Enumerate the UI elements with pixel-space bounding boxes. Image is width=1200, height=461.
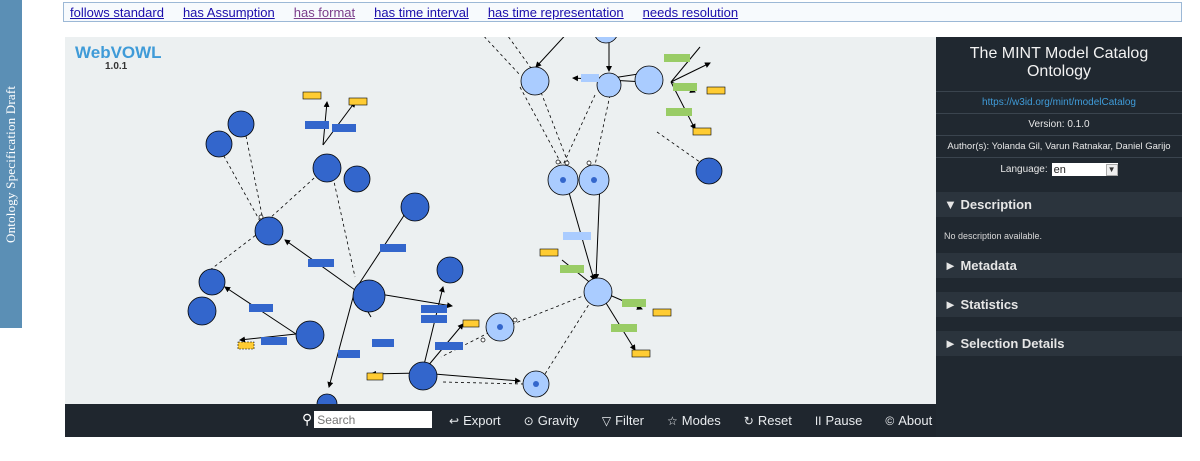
union-icon <box>591 177 597 183</box>
search-input[interactable] <box>314 411 433 428</box>
class-node <box>187 296 217 326</box>
subclass-marker <box>512 317 518 323</box>
class-node <box>227 110 255 138</box>
subclass-markers <box>258 159 592 343</box>
class-node <box>312 153 342 183</box>
modes-label: Modes <box>681 413 721 428</box>
class-node <box>205 130 233 158</box>
graph-subclass-edges <box>209 37 708 385</box>
metadata-section-header[interactable]: ► Metadata <box>936 253 1182 278</box>
class-node <box>316 393 338 404</box>
property-link-bar: follows standard has Assumption has form… <box>63 2 1182 22</box>
gravity-label: Gravity <box>537 413 579 428</box>
webvowl-version: 1.0.1 <box>105 61 128 72</box>
bottom-toolbar: ⚲ ↩Export ⊙Gravity ▽Filter ☆Modes ↻Reset… <box>65 404 936 437</box>
description-text: No description available. <box>944 231 1043 241</box>
ontology-iri-link[interactable]: https://w3id.org/mint/modelCatalog <box>982 97 1136 108</box>
class-node <box>436 256 464 284</box>
external-class-node <box>596 72 622 98</box>
class-node <box>400 192 430 222</box>
export-icon: ↩ <box>449 413 460 428</box>
ontology-sidebar: The MINT Model Catalog Ontology https://… <box>936 37 1182 437</box>
link-has-assumption[interactable]: has Assumption <box>182 4 275 20</box>
description-section-header[interactable]: ▼ Description <box>936 192 1182 217</box>
pause-label: Pause <box>825 413 863 428</box>
filter-button[interactable]: ▽Filter <box>602 413 644 428</box>
language-row: Language: en ▼ <box>936 158 1182 184</box>
webvowl-logo: WebVOWL <box>75 43 162 62</box>
language-value: en <box>1053 163 1066 176</box>
toolbar-menu: ↩Export ⊙Gravity ▽Filter ☆Modes ↻Reset I… <box>449 404 955 437</box>
ontology-graph[interactable] <box>65 37 936 404</box>
modes-button[interactable]: ☆Modes <box>667 413 721 428</box>
reset-button[interactable]: ↻Reset <box>744 413 792 428</box>
ontology-draft-banner: Ontology Specification Draft <box>0 0 22 328</box>
language-select[interactable]: en ▼ <box>1051 163 1118 176</box>
export-label: Export <box>463 413 501 428</box>
copyright-icon: © <box>885 413 895 428</box>
reset-icon: ↻ <box>743 413 754 428</box>
subclass-marker <box>564 160 570 166</box>
chevron-down-icon: ▼ <box>1105 163 1118 176</box>
external-class-node <box>595 37 617 44</box>
class-node <box>695 157 723 185</box>
reset-label: Reset <box>757 413 792 428</box>
export-button[interactable]: ↩Export <box>449 413 501 428</box>
external-class-node <box>520 66 550 96</box>
link-follows-standard[interactable]: follows standard <box>70 4 164 20</box>
filter-label: Filter <box>615 413 644 428</box>
search-icon: ⚲ <box>302 411 313 427</box>
union-icons <box>497 177 597 387</box>
class-node <box>352 279 386 313</box>
subclass-marker <box>555 159 561 165</box>
subclass-marker <box>586 160 592 166</box>
external-class-node <box>583 277 613 307</box>
external-class-nodes <box>485 37 664 398</box>
ontology-version: Version: 0.1.0 <box>1028 119 1090 130</box>
ontology-draft-label: Ontology Specification Draft <box>3 85 18 243</box>
property-labels <box>249 54 697 358</box>
search-area: ⚲ <box>302 411 433 428</box>
about-label: About <box>898 413 933 428</box>
filter-icon: ▽ <box>601 413 612 428</box>
graph-canvas[interactable]: WebVOWL 1.0.1 <box>65 37 936 404</box>
star-icon: ☆ <box>667 413 678 428</box>
class-nodes <box>187 110 723 404</box>
union-icon <box>533 381 539 387</box>
language-label: Language: <box>1000 164 1048 175</box>
statistics-section-header[interactable]: ► Statistics <box>936 292 1182 317</box>
about-button[interactable]: ©About <box>885 413 932 428</box>
class-node <box>295 320 325 350</box>
ontology-title: The MINT Model Catalog Ontology <box>969 45 1149 80</box>
link-has-time-interval[interactable]: has time interval <box>374 4 469 20</box>
datatype-nodes <box>237 86 726 381</box>
class-node <box>408 361 438 391</box>
union-icon <box>497 324 503 330</box>
link-needs-resolution[interactable]: needs resolution <box>642 4 739 20</box>
selection-details-section-header[interactable]: ► Selection Details <box>936 331 1182 356</box>
class-node <box>343 165 371 193</box>
class-node <box>254 216 284 246</box>
union-icon <box>560 177 566 183</box>
ontology-authors: Author(s): Yolanda Gil, Varun Ratnakar, … <box>947 141 1171 152</box>
gravity-icon: ⊙ <box>523 413 534 428</box>
subclass-marker <box>480 337 486 343</box>
external-class-node <box>634 65 664 95</box>
gravity-button[interactable]: ⊙Gravity <box>524 413 579 428</box>
subclass-marker <box>258 214 264 220</box>
pause-icon: II <box>814 413 822 428</box>
class-node <box>198 268 226 296</box>
link-has-format[interactable]: has format <box>293 4 356 20</box>
link-has-time-representation[interactable]: has time representation <box>487 4 624 20</box>
